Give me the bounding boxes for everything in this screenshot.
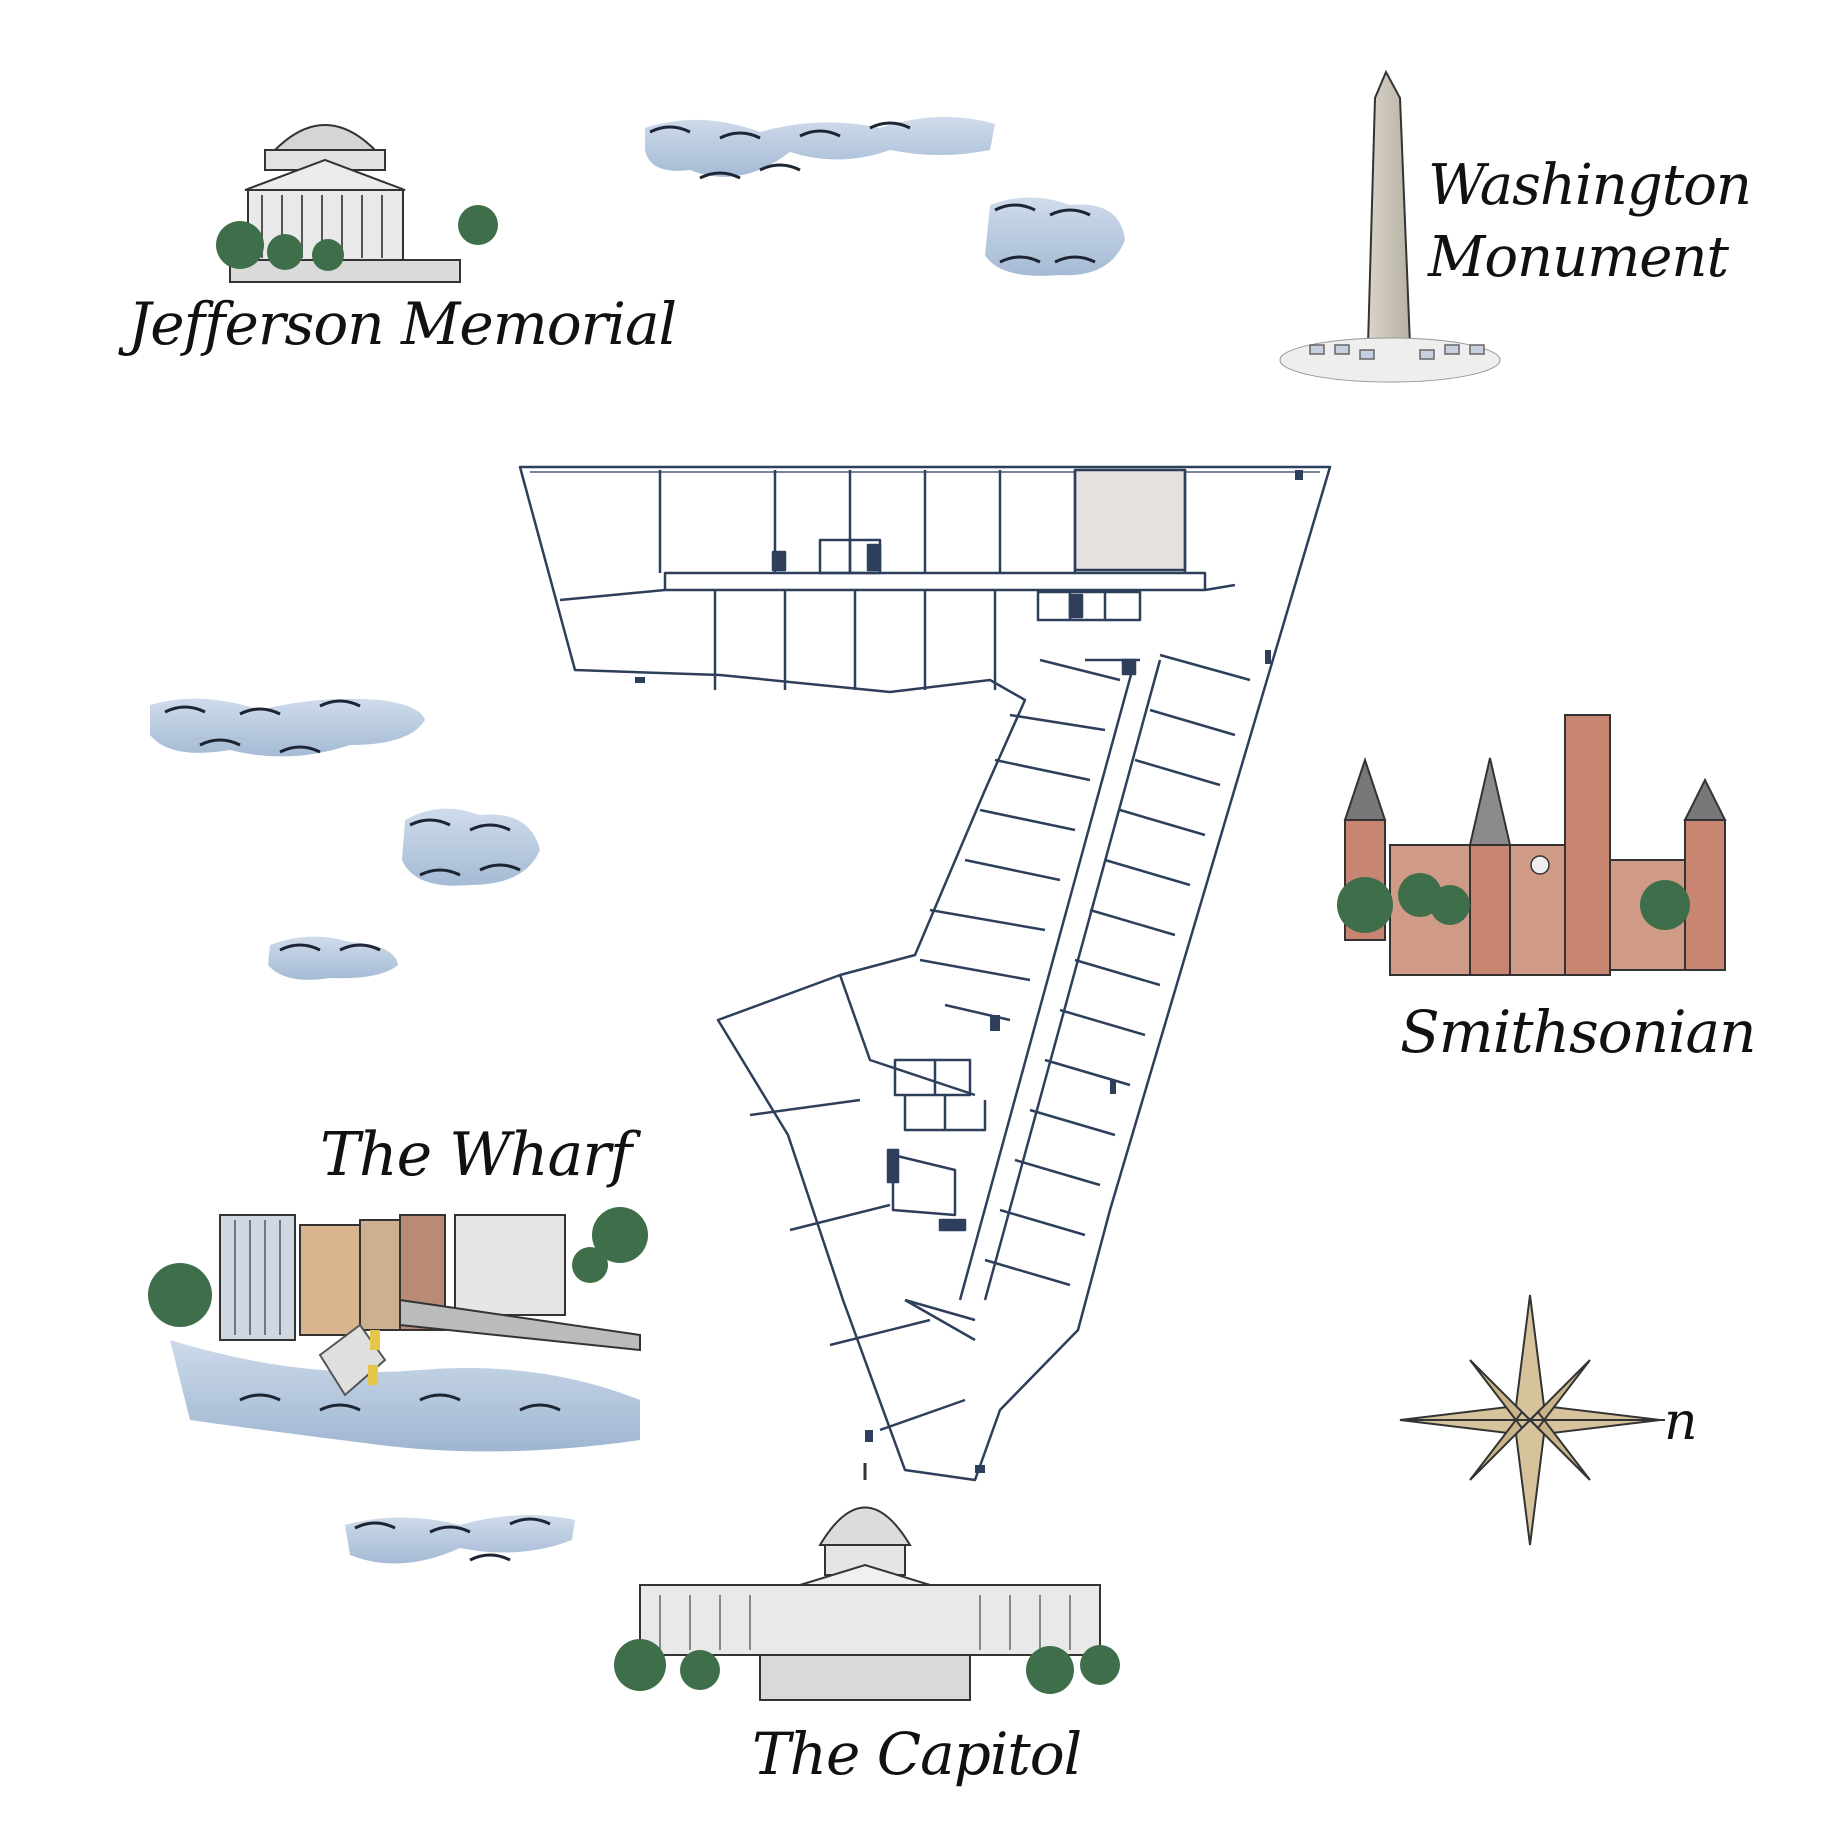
floor-plan-outline [518,465,1332,1482]
water-patch-top-1 [645,116,995,180]
jefferson-memorial-icon [216,124,498,283]
water-patches [150,116,1125,1564]
capitol-building-icon [614,1463,1120,1701]
smithsonian-castle-icon [1337,714,1727,976]
jefferson-memorial-label: Jefferson Memorial [128,290,677,358]
washington-monument-label-line2: Monument [1428,225,1729,290]
capitol-label: The Capitol [752,1720,1082,1788]
floor-plan [518,465,1332,1482]
washington-monument-label: Washington Monument [1428,150,1752,294]
compass-rose-icon [1399,1294,1665,1546]
highlighted-unit[interactable] [1073,468,1187,572]
water-patch-left-3 [268,936,398,980]
wharf-label: The Wharf [320,1120,632,1190]
washington-monument-icon [1279,69,1501,383]
smithsonian-label: Smithsonian [1400,998,1756,1066]
water-patch-left-2 [402,808,540,886]
compass-north-label: n [1664,1392,1697,1452]
water-patch-bottom [345,1515,575,1564]
water-patch-left-1 [150,698,425,757]
water-patch-top-2 [985,197,1125,276]
wharf-icon [148,1207,648,1452]
washington-monument-label-line1: Washington [1428,153,1752,218]
